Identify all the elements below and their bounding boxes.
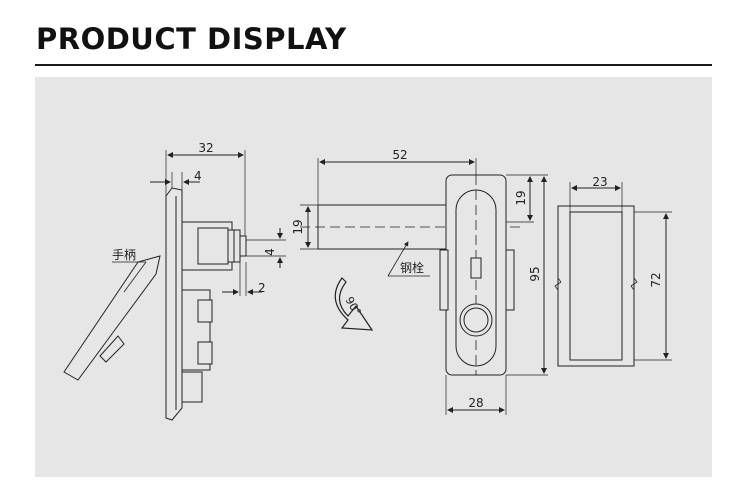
- panel-cutout: [557, 205, 635, 367]
- key-slot: [470, 257, 482, 279]
- dim-4-label: 4: [194, 169, 202, 183]
- dim-19-right-label: 19: [514, 190, 528, 205]
- cutout-view: [554, 182, 672, 367]
- dim-32-label: 32: [198, 141, 213, 155]
- rotation-arrow: [334, 277, 374, 331]
- dim-19-left-label: 19: [291, 219, 305, 234]
- dim-4v-label: 4: [263, 248, 277, 256]
- dim-52-label: 52: [392, 148, 407, 162]
- keyhole: [459, 303, 493, 337]
- cutout-dim-72-label: 72: [649, 272, 663, 287]
- side-view: [63, 150, 286, 421]
- handle-label: 手柄: [112, 248, 136, 262]
- handle: [63, 255, 161, 381]
- bolt-label: 钢栓: [400, 260, 424, 275]
- dim-2-label: 2: [258, 281, 266, 295]
- mounting-plate: [165, 187, 183, 421]
- front-view: [300, 158, 548, 415]
- title-underline: [35, 64, 712, 66]
- cutout-dim-23-label: 23: [592, 175, 607, 189]
- dim-28-label: 28: [468, 396, 483, 410]
- page-title: PRODUCT DISPLAY: [36, 22, 347, 56]
- dim-95-label: 95: [528, 266, 542, 281]
